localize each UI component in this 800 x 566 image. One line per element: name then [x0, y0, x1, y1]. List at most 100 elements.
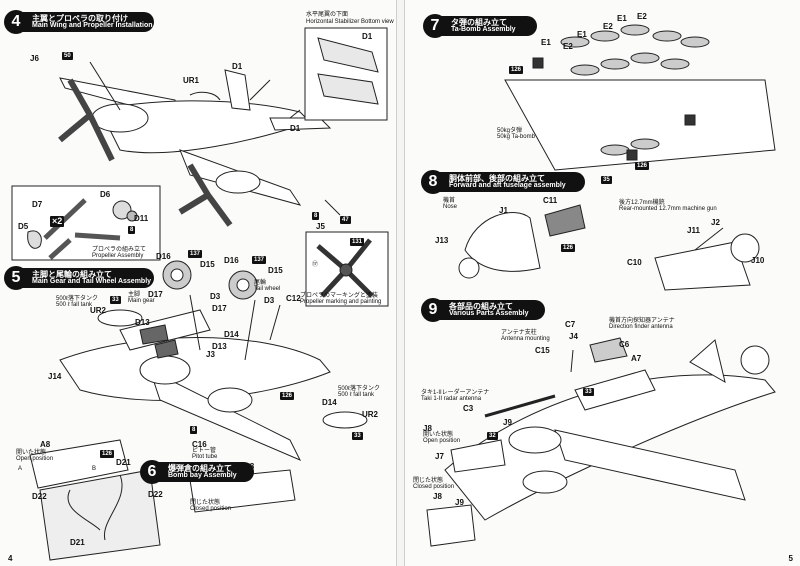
part-j11: J11: [687, 226, 700, 235]
radar-en: Taki 1-II radar antenna: [421, 396, 482, 402]
paint-126: 126: [100, 450, 115, 458]
note-tank-left-en: 500 ℓ fall tank: [56, 302, 92, 308]
paint-126-a: 126: [509, 66, 524, 74]
paint-32: 32: [487, 432, 498, 440]
df-en: Direction finder antenna: [609, 324, 673, 330]
step-bar: [154, 462, 254, 482]
step-title-en: Ta-Bomb Assembly: [451, 26, 516, 33]
paint-33-a: 33: [110, 296, 121, 304]
step-bar: [18, 12, 154, 32]
part-j14: J14: [48, 372, 62, 381]
step-title-en: Main Wing and Propeller Installation: [32, 22, 153, 29]
paint-50: 50: [62, 52, 73, 60]
left-illustrations: [11, 27, 389, 561]
paint-47: 47: [340, 216, 351, 224]
part-d13-a: D13: [135, 318, 150, 327]
prop-title-jp: プロペラの組み立て: [92, 247, 147, 253]
prop-d11: D11: [134, 214, 149, 223]
part-j4: J4: [569, 332, 578, 341]
step-number: 5: [4, 266, 28, 290]
step-title-jp: 主翼とプロペラの取り付け: [32, 14, 128, 23]
paint-8: 8: [190, 426, 198, 434]
right-page: 7 タ弾の組み立て Ta-Bomb Assembly E1 E1 E1 E2 E…: [404, 0, 800, 566]
paint-33: 33: [583, 388, 594, 396]
part-c7: C7: [565, 320, 576, 329]
stab-title-jp: 水平尾翼の下面: [306, 12, 349, 18]
page-number: 4: [8, 554, 13, 563]
part-ur2-a: UR2: [90, 306, 107, 315]
step-bar: [437, 16, 537, 36]
paint-137-a: 137: [188, 250, 203, 258]
part-d1-a: D1: [232, 62, 243, 71]
part-j6: J6: [30, 54, 39, 63]
ref-b: B: [92, 466, 97, 472]
part-j2: J2: [711, 218, 720, 227]
step-title-jp: タ弾の組み立て: [451, 18, 507, 27]
part-e1-a: E1: [541, 38, 551, 47]
part-a8-a: A8: [40, 440, 51, 449]
part-c6: C6: [619, 340, 630, 349]
step-title-jp: 爆弾倉の組み立て: [168, 464, 232, 473]
note-tank-left-jp: 500ℓ落下タンク: [56, 296, 98, 302]
part-ur1: UR1: [183, 76, 200, 85]
part-a8-b: A8: [244, 462, 255, 471]
step-title-en: Bomb bay Assembly: [168, 472, 237, 479]
note-tail-jp: 尾輪: [254, 280, 267, 286]
step-title-jp: 主脚と尾輪の組み立て: [32, 270, 112, 279]
step-number: 6: [140, 460, 164, 484]
part-d15-a: D15: [200, 260, 215, 269]
note-tank-right-en: 500 ℓ fall tank: [338, 392, 374, 398]
step-number: 8: [421, 170, 445, 194]
paint-126: 126: [561, 244, 576, 252]
stab-d1: D1: [362, 32, 373, 41]
note-gear-en: Main gear: [128, 298, 155, 304]
paint-126-b: 126: [635, 162, 650, 170]
prop-title-en: Propeller Assembly: [92, 253, 144, 259]
step-bar: [435, 300, 545, 320]
part-d13-b: D13: [212, 342, 227, 351]
part-e1-b: E1: [577, 30, 587, 39]
part-c15: C15: [535, 346, 550, 355]
part-j3: J3: [206, 350, 215, 359]
df-jp: 機首方向探知器アンテナ: [609, 318, 675, 324]
part-j1: J1: [499, 206, 508, 215]
prop-paint-8: 8: [128, 226, 136, 234]
step-number: 9: [421, 298, 445, 322]
canopy-closed-jp: 閉じた状態: [413, 478, 444, 484]
part-e1-c: E1: [617, 14, 627, 23]
bomb-note-jp: 50kgタ弾: [497, 128, 523, 134]
part-j8-a: J8: [423, 424, 432, 433]
paint-137-b: 137: [252, 256, 267, 264]
canopy-closed-en: Closed position: [413, 484, 455, 490]
note-tail-en: Tail wheel: [254, 286, 281, 292]
gun-jp: 後方12.7mm機銃: [619, 200, 665, 206]
part-d14-a: D14: [224, 330, 239, 339]
prop-x2: ×2: [50, 216, 65, 227]
page-number: 5: [788, 554, 793, 563]
part-j9-a: J9: [503, 418, 512, 427]
part-d17-a: D17: [148, 290, 163, 299]
prop-d7: D7: [32, 200, 43, 209]
part-c16: C16: [192, 440, 207, 449]
part-d22-b: D22: [148, 490, 163, 499]
step-title-en: Various Parts Assembly: [449, 310, 529, 317]
note-pitot-en: Pitot tube: [192, 454, 218, 460]
part-j9-b: J9: [455, 498, 464, 507]
paint-33-b: 33: [352, 432, 363, 440]
paint-8: 8: [312, 212, 320, 220]
part-e2-b: E2: [603, 22, 613, 31]
bay-open-en: Open position: [16, 456, 54, 462]
prop-d6: D6: [100, 190, 111, 199]
marking-131: 131: [350, 238, 365, 246]
part-d1-b: D1: [290, 124, 301, 133]
part-d3-b: D3: [264, 296, 275, 305]
note-pitot-jp: ピトー管: [192, 448, 217, 454]
paint-126: 126: [280, 392, 295, 400]
part-d22-a: D22: [32, 492, 47, 501]
part-c10: C10: [627, 258, 642, 267]
part-j5: J5: [316, 222, 325, 231]
part-j10: J10: [751, 256, 765, 265]
part-c3: C3: [463, 404, 474, 413]
note-tank-right-jp: 500ℓ落下タンク: [338, 386, 380, 392]
bay-open-jp: 開いた状態: [16, 450, 47, 456]
